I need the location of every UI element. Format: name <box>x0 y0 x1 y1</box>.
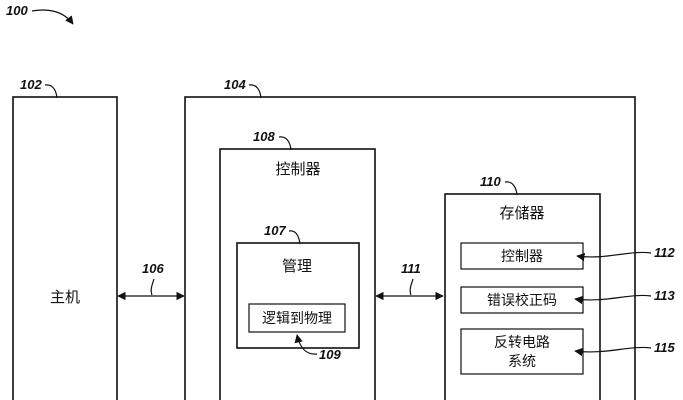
l2p-ref-label: 109 <box>319 347 341 362</box>
memory-box <box>444 193 601 400</box>
host-link-ref-label: 106 <box>142 261 164 276</box>
memory-controller-ref-arrow <box>576 251 652 262</box>
controller-ref-label: 108 <box>253 129 275 144</box>
host-label: 主机 <box>50 288 80 306</box>
inversion-label-line1: 反转电路 <box>494 335 550 351</box>
host-ref-label: 102 <box>20 77 42 92</box>
controller-box <box>219 148 376 400</box>
inversion-label-line2: 系统 <box>508 354 536 370</box>
inversion-ref-arrow <box>574 346 652 357</box>
controller-label: 控制器 <box>275 160 320 178</box>
host-link-ref-leader <box>150 278 155 296</box>
host-box <box>12 96 118 400</box>
controller-ref-leader <box>278 136 292 151</box>
memory-link-ref-label: 111 <box>401 261 421 276</box>
figure-ref-label: 100 <box>6 3 28 18</box>
memory-label: 存储器 <box>499 204 544 222</box>
l2p-ref-arrow <box>294 334 318 355</box>
figure-ref-arrow <box>31 9 74 25</box>
storage-device-ref-leader <box>248 84 262 99</box>
ecc-label: 错误校正码 <box>487 292 557 309</box>
storage-device-box <box>184 96 636 400</box>
memory-link-ref-leader <box>409 278 414 296</box>
ecc-ref-label: 113 <box>654 288 675 303</box>
host-ref-leader <box>44 84 58 99</box>
management-label: 管理 <box>282 257 312 275</box>
memory-controller-label: 控制器 <box>501 249 543 265</box>
management-ref-label: 107 <box>264 223 286 238</box>
l2p-box <box>248 303 346 333</box>
l2p-label: 逻辑到物理 <box>262 311 332 327</box>
inversion-ref-label: 115 <box>654 340 675 355</box>
management-ref-leader <box>288 230 301 245</box>
memory-ref-label: 110 <box>480 174 501 189</box>
storage-device-ref-label: 104 <box>224 77 246 92</box>
memory-ref-leader <box>504 181 518 196</box>
memory-controller-ref-label: 112 <box>654 245 675 260</box>
management-box <box>236 242 360 349</box>
ecc-ref-arrow <box>574 294 652 305</box>
